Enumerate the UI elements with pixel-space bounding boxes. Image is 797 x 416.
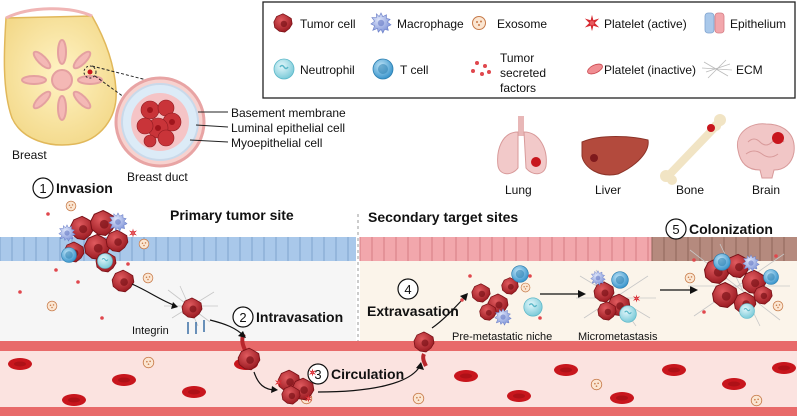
step-colonization: 5 Colonization (665, 218, 773, 240)
breast-duct-illustration: Breast duct Basement membrane Luminal ep… (114, 76, 346, 184)
exosome-icon (472, 16, 486, 30)
step-2-label: Intravasation (256, 309, 343, 325)
invading-cells: Integrin (18, 269, 218, 337)
legend-t-cell: T cell (400, 63, 428, 77)
bone-icon (660, 114, 726, 185)
legend-tumor-secreted-1: Tumor (500, 51, 534, 65)
step-invasion: 1 Invasion (32, 177, 113, 199)
ecm-icon (701, 59, 733, 79)
pre-metastatic-niche: Pre-metastatic niche (452, 265, 586, 343)
legend-platelet-active: Platelet (active) (604, 17, 687, 31)
step-intravasation: 2 Intravasation (232, 306, 343, 328)
legend-tumor-cell: Tumor cell (300, 17, 356, 31)
integrin-marker (187, 320, 205, 334)
micrometastasis: Micrometastasis (576, 269, 698, 343)
micrometastasis-label: Micrometastasis (578, 331, 658, 343)
integrin-label: Integrin (132, 325, 169, 337)
lung-icon (497, 116, 547, 175)
t-cell-icon (372, 58, 394, 80)
epithelium-icon (704, 12, 725, 34)
legend-tumor-secreted-3: factors (500, 81, 536, 95)
organ-liver: Liver (595, 183, 621, 197)
step-5-number: 5 (672, 222, 679, 237)
legend-ecm: ECM (736, 63, 763, 77)
organ-brain: Brain (752, 183, 780, 197)
blood-vessel (0, 341, 797, 416)
mammary-lobules (21, 39, 103, 121)
step-3-label: Circulation (331, 366, 404, 382)
legend: Tumor cell Macrophage Exosome Platelet (… (262, 1, 796, 99)
secondary-site-heading: Secondary target sites (368, 209, 518, 225)
breast-label: Breast (12, 148, 47, 162)
colonization-cluster (684, 243, 790, 327)
step-4-number: 4 (404, 282, 411, 297)
primary-site-heading: Primary tumor site (170, 207, 294, 223)
organs: Lung Liver Bone Brain (497, 114, 795, 197)
legend-macrophage: Macrophage (397, 17, 464, 31)
legend-platelet-inactive: Platelet (inactive) (604, 63, 696, 77)
step-4-label: Extravasation (367, 303, 459, 319)
extravasating-cell (413, 293, 468, 367)
organ-bone: Bone (676, 183, 704, 197)
callout-basement-membrane: Basement membrane (231, 106, 346, 120)
organ-lung: Lung (505, 183, 532, 197)
callout-myoepithelial: Myoepithelial cell (231, 136, 322, 150)
primary-tumor-cluster (46, 200, 150, 284)
step-circulation: 3 Circulation (307, 363, 404, 385)
epithelium-primary (0, 237, 356, 261)
legend-neutrophil: Neutrophil (300, 63, 355, 77)
callout-luminal-epithelial: Luminal epithelial cell (231, 121, 345, 135)
step-5-label: Colonization (689, 221, 773, 237)
pre-metastatic-label: Pre-metastatic niche (452, 331, 552, 343)
step-extravasation: 4 Extravasation (367, 278, 459, 319)
stroma-primary (0, 261, 356, 341)
legend-epithelium: Epithelium (730, 17, 786, 31)
step-1-label: Invasion (56, 180, 113, 196)
legend-tumor-secreted-2: secreted (500, 66, 546, 80)
step-2-number: 2 (239, 310, 246, 325)
brain-icon (736, 123, 795, 179)
breast-duct-label: Breast duct (127, 170, 188, 184)
breast-illustration: Breast (3, 7, 171, 162)
neutrophil-icon (273, 58, 295, 80)
tumor-secreted-factors-icon (471, 61, 491, 76)
legend-exosome: Exosome (497, 17, 547, 31)
step-3-number: 3 (314, 367, 321, 382)
intravasating-cell (209, 319, 261, 371)
circulating-tumor-cluster (253, 362, 424, 405)
step-1-number: 1 (39, 181, 46, 196)
liver-icon (581, 136, 649, 176)
